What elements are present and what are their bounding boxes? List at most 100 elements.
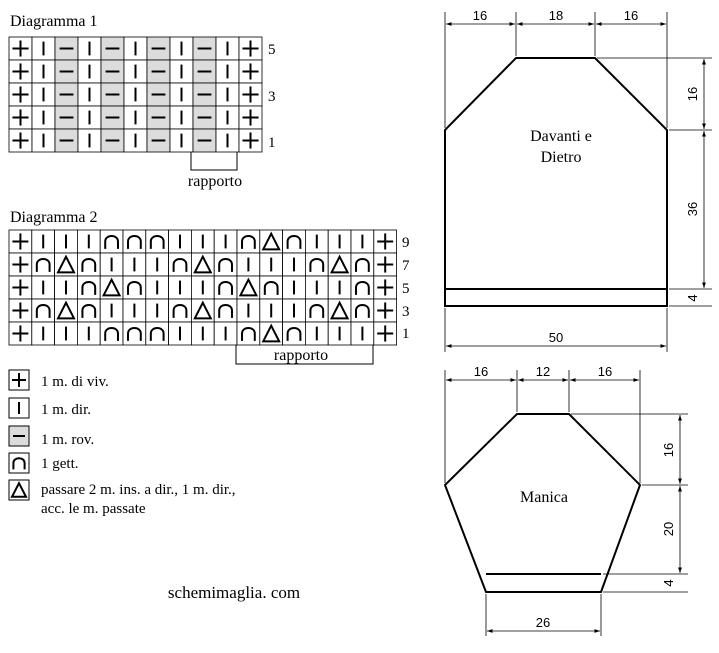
diagram-2-grid <box>8 229 397 346</box>
knit-stitch-cell <box>31 82 56 107</box>
selvage-stitch-cell <box>373 298 397 323</box>
knit-stitch-cell <box>168 229 192 254</box>
knit-stitch-cell <box>145 252 170 277</box>
knit-stitch-cell <box>215 128 240 153</box>
knit-stitch-cell <box>282 275 306 300</box>
diagram-1-row-label: 3 <box>268 89 276 105</box>
knit-stitch-cell <box>282 298 306 323</box>
knit-stitch-cell <box>236 298 261 323</box>
purl-stitch-cell <box>54 128 79 153</box>
purl-stitch-cell <box>146 105 171 130</box>
diagram-2-row-label: 3 <box>402 304 410 320</box>
selvage-stitch-cell <box>373 252 397 277</box>
purl-stitch-cell <box>54 82 79 107</box>
knit-stitch-cell <box>304 229 329 254</box>
selvage-stitch-cell <box>238 82 263 107</box>
body-top-dimensions <box>444 12 668 128</box>
knit-stitch-cell <box>169 59 194 84</box>
decrease-cell <box>259 229 283 254</box>
knit-stitch-cell <box>169 36 194 61</box>
diagram-2: Diagramma 2 9 7 5 3 1 rapporto <box>8 209 410 365</box>
legend-selvage-label: 1 m. di viv. <box>41 374 109 390</box>
sleeve-outline <box>443 413 642 593</box>
knit-stitch-cell <box>236 252 261 277</box>
knit-stitch-cell <box>190 321 215 346</box>
knit-stitch-cell <box>123 36 148 61</box>
legend-selvage-symbol <box>8 369 30 391</box>
legend-purl-symbol <box>8 425 30 447</box>
selvage-stitch-cell <box>8 298 33 323</box>
purl-stitch-cell <box>54 59 79 84</box>
yarn-over-cell <box>99 321 124 346</box>
yarn-over-cell <box>77 275 101 300</box>
purl-stitch-cell <box>192 82 217 107</box>
yarn-over-cell <box>77 252 101 277</box>
body-bottom-width: 50 <box>549 330 563 345</box>
purl-stitch-cell <box>192 59 217 84</box>
sleeve-height-dimensions <box>571 413 688 593</box>
knit-stitch-cell <box>54 275 78 300</box>
yarn-over-cell <box>168 298 192 323</box>
decrease-cell <box>99 275 124 300</box>
legend-knit-label: 1 m. dir. <box>41 402 91 418</box>
knit-stitch-cell <box>54 229 78 254</box>
diagram-2-title: Diagramma 2 <box>10 209 98 226</box>
yarn-over-cell <box>350 275 375 300</box>
selvage-stitch-cell <box>373 229 397 254</box>
knit-stitch-cell <box>350 321 375 346</box>
yarn-over-cell <box>213 298 238 323</box>
sleeve-top-dimensions <box>444 370 641 483</box>
decrease-cell <box>236 275 261 300</box>
diagram-2-repeat-bracket <box>235 345 374 365</box>
body-height-upper: 16 <box>685 87 700 101</box>
knit-stitch-cell <box>350 229 375 254</box>
sleeve-height-upper: 16 <box>661 443 676 457</box>
knit-stitch-cell <box>327 321 352 346</box>
diagram-2-row-label: 9 <box>402 235 410 251</box>
sleeve-height-middle: 20 <box>661 522 676 536</box>
selvage-stitch-cell <box>8 252 33 277</box>
purl-stitch-cell <box>100 82 125 107</box>
knit-stitch-cell <box>31 128 56 153</box>
body-top-width-center: 18 <box>549 8 563 23</box>
purl-stitch-cell <box>100 36 125 61</box>
knit-stitch-cell <box>99 298 124 323</box>
yarn-over-cell <box>122 229 147 254</box>
yarn-over-cell <box>31 298 55 323</box>
knit-stitch-cell <box>213 321 238 346</box>
knit-stitch-cell <box>77 105 102 130</box>
yarn-over-cell <box>31 252 55 277</box>
purl-stitch-cell <box>192 36 217 61</box>
body-outline <box>444 57 668 307</box>
yarn-over-cell <box>350 298 375 323</box>
knit-stitch-cell <box>304 275 329 300</box>
yarn-over-cell <box>122 321 147 346</box>
body-top-width-left: 16 <box>473 8 487 23</box>
knit-stitch-cell <box>122 298 147 323</box>
knit-stitch-cell <box>31 275 55 300</box>
knit-stitch-cell <box>282 252 306 277</box>
purl-stitch-cell <box>146 36 171 61</box>
decrease-cell <box>327 252 352 277</box>
knit-stitch-cell <box>169 128 194 153</box>
selvage-stitch-cell <box>8 36 33 61</box>
selvage-stitch-cell <box>8 128 33 153</box>
knit-stitch-cell <box>31 59 56 84</box>
legend-knit-symbol <box>8 397 30 419</box>
purl-stitch-cell <box>100 105 125 130</box>
knit-stitch-cell <box>123 128 148 153</box>
sleeve-label: Manica <box>520 489 568 506</box>
yarn-over-cell <box>122 275 147 300</box>
knit-stitch-cell <box>215 36 240 61</box>
yarn-over-cell <box>304 298 329 323</box>
yarn-over-cell <box>145 321 170 346</box>
knit-stitch-cell <box>145 275 170 300</box>
knit-stitch-cell <box>122 252 147 277</box>
selvage-stitch-cell <box>8 59 33 84</box>
knit-stitch-cell <box>31 105 56 130</box>
yarn-over-cell <box>213 275 238 300</box>
knit-stitch-cell <box>169 82 194 107</box>
knit-stitch-cell <box>123 82 148 107</box>
diagram-2-repeat-label: rapporto <box>274 347 328 364</box>
selvage-stitch-cell <box>238 36 263 61</box>
